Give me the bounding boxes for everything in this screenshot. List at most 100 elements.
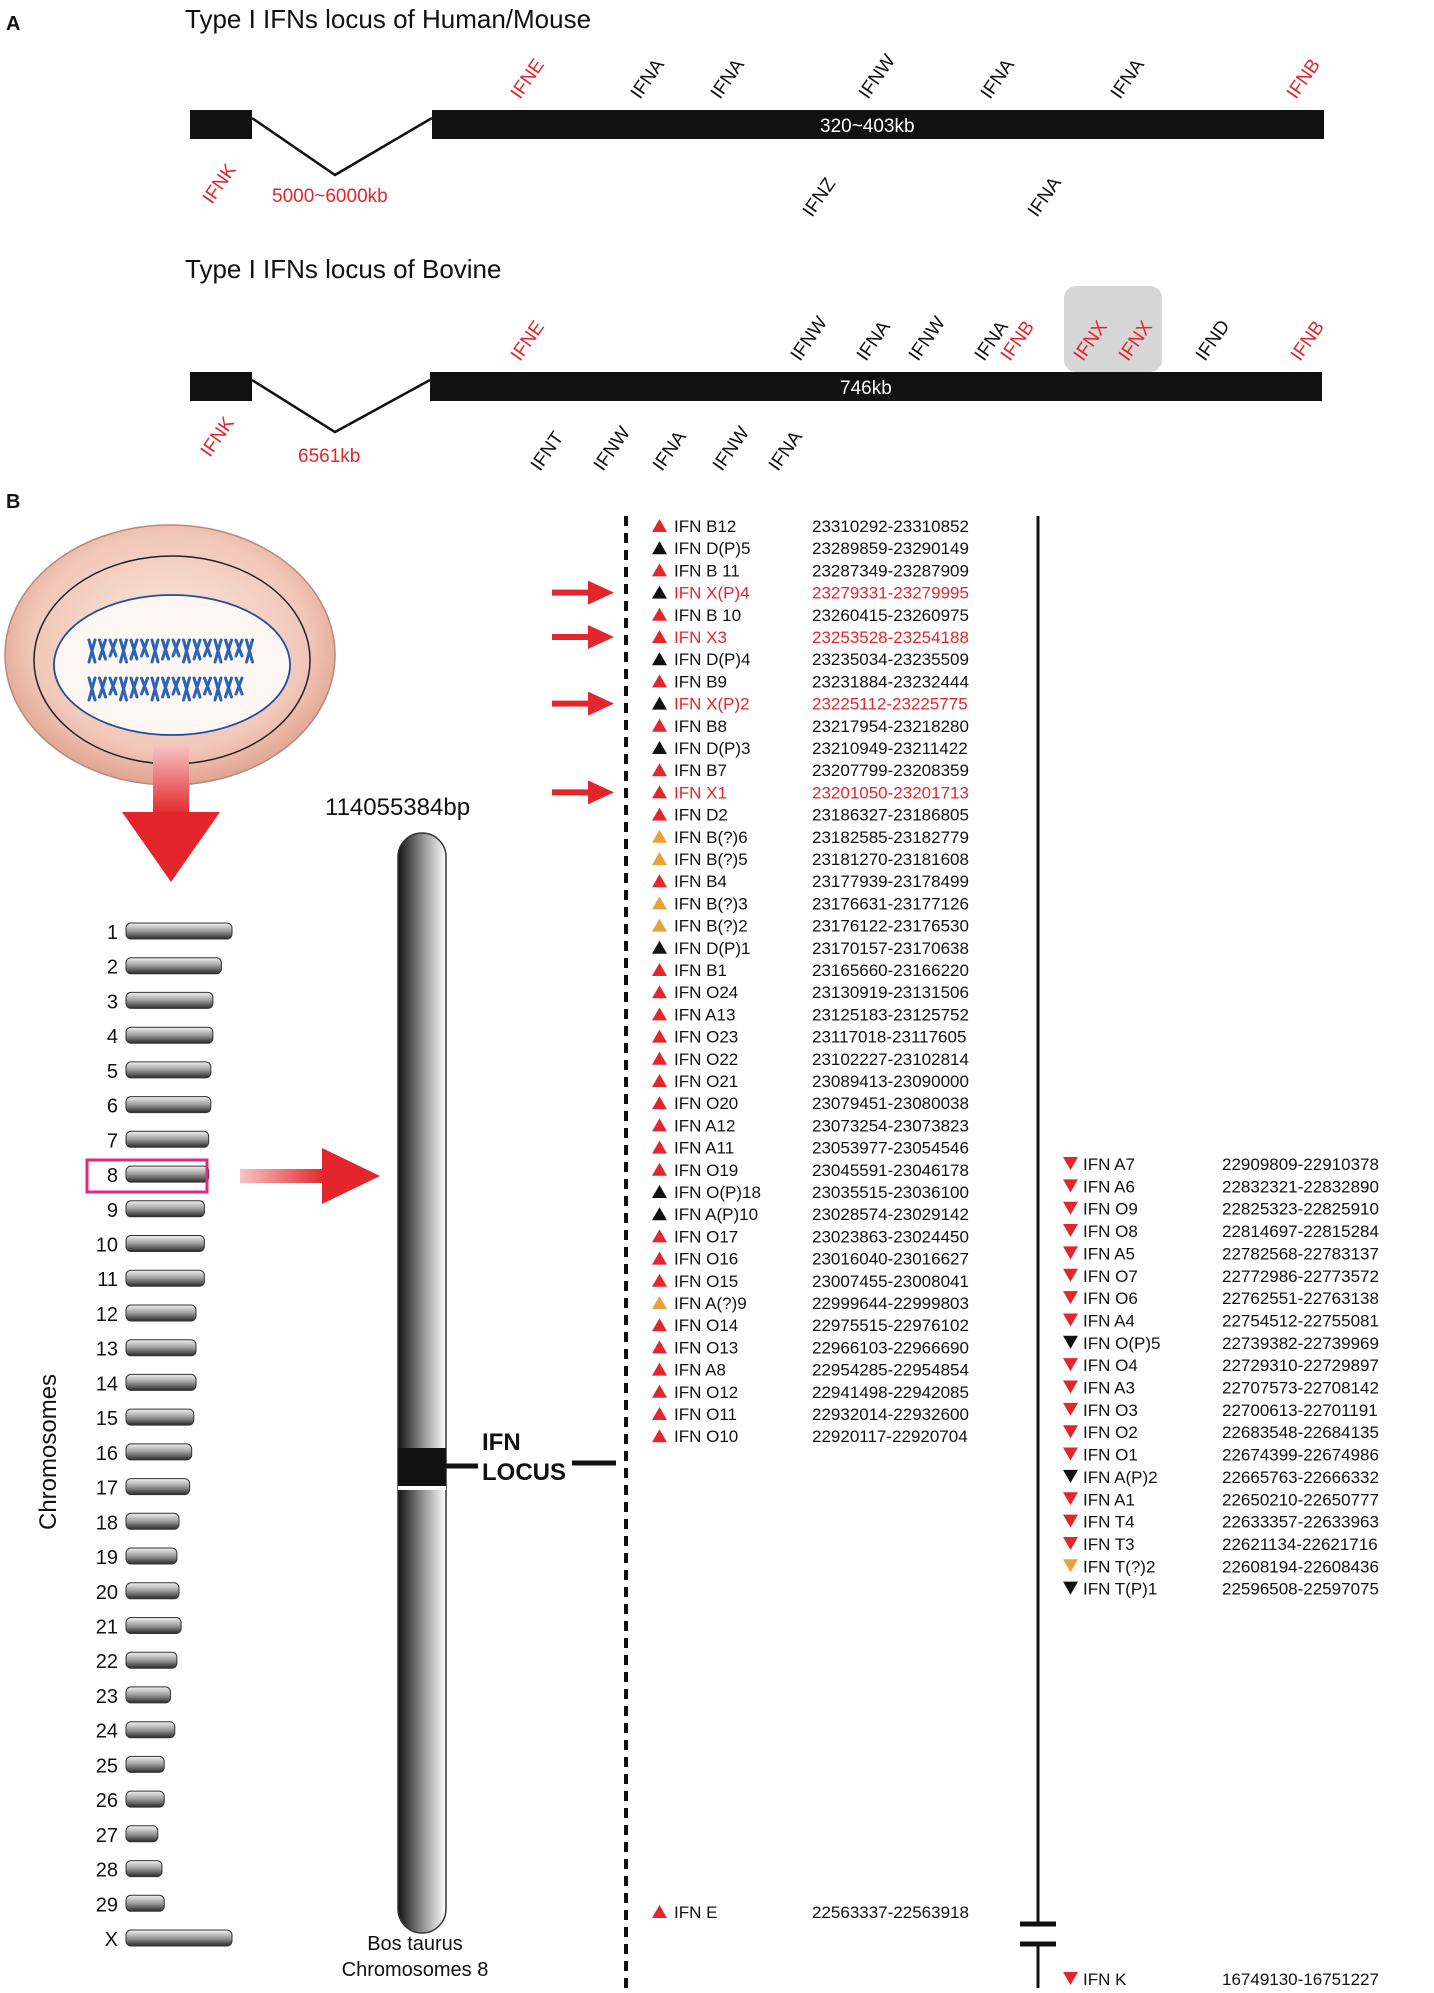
gene-triangle (652, 940, 667, 954)
gene-name: IFN B7 (674, 761, 727, 780)
nucleus-chromosome (234, 638, 244, 658)
nucleus-chromosome (150, 638, 160, 664)
gene-triangle (652, 652, 667, 666)
gene-range: 22596508-22597075 (1222, 1580, 1379, 1599)
ifn-e-triangle (652, 1905, 667, 1918)
chromosome-11 (125, 1269, 205, 1287)
gene-triangle (652, 1362, 667, 1376)
chromosome-label: 19 (96, 1547, 118, 1569)
gene-triangle (652, 829, 667, 843)
gene-name: IFN O4 (1083, 1356, 1138, 1375)
gene-triangle (652, 1074, 667, 1087)
chromosome-label: 13 (96, 1339, 118, 1361)
nucleus-chromosome (129, 676, 139, 699)
gene-name: IFN B9 (674, 672, 727, 691)
gene-triangle (1063, 1536, 1078, 1550)
gene-range: 23181270-23181608 (812, 850, 969, 869)
gene-range: 23089413-23090000 (812, 1072, 969, 1091)
gene-name: IFN A13 (674, 1005, 735, 1024)
chromosome-21 (125, 1617, 182, 1634)
gene-name: IFN B(?)2 (674, 917, 748, 936)
ifnx-arrows (552, 580, 614, 805)
gene-range: 22825323-22825910 (1222, 1200, 1379, 1219)
gene-name: IFN O16 (674, 1250, 738, 1269)
gene-range: 23182585-23182779 (812, 828, 969, 847)
chromosome-22 (125, 1651, 178, 1669)
bovine-gene-label: IFNB (1287, 317, 1329, 364)
gene-range: 23235034-23235509 (812, 650, 969, 669)
gene-name: IFN T4 (1083, 1513, 1135, 1532)
nucleus-chromosome (224, 676, 233, 699)
chromosome-10 (125, 1235, 205, 1252)
chromosome-25 (125, 1755, 165, 1773)
gene-name: IFN A(P)2 (1083, 1468, 1158, 1487)
gene-name: IFN O10 (674, 1427, 738, 1446)
gene-triangle (652, 607, 667, 621)
gene-range: 23007455-23008041 (812, 1272, 969, 1291)
chromosome-label: 7 (107, 1130, 118, 1152)
gene-name: IFN O14 (674, 1316, 738, 1335)
chromosome-28 (125, 1860, 163, 1878)
gene-triangle (1063, 1335, 1078, 1349)
bovine-gene-label: IFNE (507, 317, 549, 364)
chromosome-label: 6 (107, 1096, 118, 1118)
gene-triangle (652, 1251, 667, 1265)
gene-name: IFN A5 (1083, 1244, 1135, 1263)
gene-range: 22999644-22999803 (812, 1294, 969, 1313)
nucleus-chromosome (224, 638, 233, 661)
gene-range: 23028574-23029142 (812, 1205, 969, 1224)
nucleus-chromosome (87, 676, 97, 702)
gene-range: 23117018-23117605 (812, 1028, 966, 1047)
bovine-title: Type I IFNs locus of Bovine (185, 254, 501, 284)
chromosomes-axis-label: Chromosomes (35, 1374, 62, 1530)
chromosome-20 (125, 1582, 180, 1600)
gene-name: IFN B8 (674, 717, 727, 736)
gene-name: IFN A11 (674, 1139, 734, 1158)
ifn-k-range: 16749130-16751227 (1222, 1970, 1379, 1988)
nucleus-chromosome (245, 638, 254, 664)
chromosome-9 (125, 1200, 205, 1218)
gene-triangle (652, 1429, 667, 1443)
nucleus-chromosome (140, 638, 149, 658)
ifnx-arrow-shaft (552, 789, 592, 796)
human-gene-label: IFNA (627, 55, 669, 103)
gene-triangle (1063, 1447, 1078, 1461)
nucleus-chromosome (150, 676, 160, 702)
ifnx-arrow-shaft (552, 589, 592, 596)
gene-range: 22782568-22783137 (1222, 1244, 1379, 1263)
chromosome-label: 22 (96, 1651, 118, 1673)
human-locus: Type I IFNs locus of Human/Mouse 5000~60… (185, 4, 1325, 221)
gene-range: 23102227-23102814 (812, 1050, 969, 1069)
chromosome-label: 26 (96, 1790, 118, 1812)
gene-range: 23217954-23218280 (812, 717, 969, 736)
human-gene-label: IFNB (1283, 55, 1325, 102)
nucleus-chromosome (119, 638, 128, 664)
gene-name: IFN A(?)9 (674, 1294, 747, 1313)
gene-triangle (652, 874, 667, 888)
gene-triangle (652, 1384, 667, 1398)
gene-name: IFN T3 (1083, 1535, 1135, 1554)
gene-range: 23130919-23131506 (812, 983, 969, 1002)
gene-triangle (652, 718, 667, 732)
gene-name: IFN B 10 (674, 606, 741, 625)
gene-triangle (1063, 1358, 1078, 1372)
human-bar-label: 320~403kb (820, 116, 915, 137)
nucleus-chromosome (98, 676, 107, 699)
gene-name: IFN A4 (1083, 1311, 1135, 1330)
gene-range: 23289859-23290149 (812, 539, 969, 558)
gene-triangle (652, 1340, 667, 1354)
ifnx-arrow-head (588, 625, 614, 649)
gene-name: IFN X3 (674, 628, 727, 647)
gene-name: IFN A6 (1083, 1177, 1135, 1196)
ifnx-arrow-shaft (552, 634, 592, 640)
gene-range: 23125183-23125752 (812, 1005, 969, 1024)
bovine-gene-label: IFNW (590, 423, 635, 475)
bovine-gene-label: IFND (1192, 317, 1235, 365)
ifn-e-range: 22563337-22563918 (812, 1903, 969, 1922)
chromosome-label: 20 (96, 1582, 118, 1604)
chromosome-6 (125, 1096, 212, 1114)
gene-name: IFN O8 (1083, 1222, 1138, 1241)
bovine-gene-label: IFNT (527, 428, 569, 475)
chromosome-label: 11 (97, 1269, 118, 1291)
